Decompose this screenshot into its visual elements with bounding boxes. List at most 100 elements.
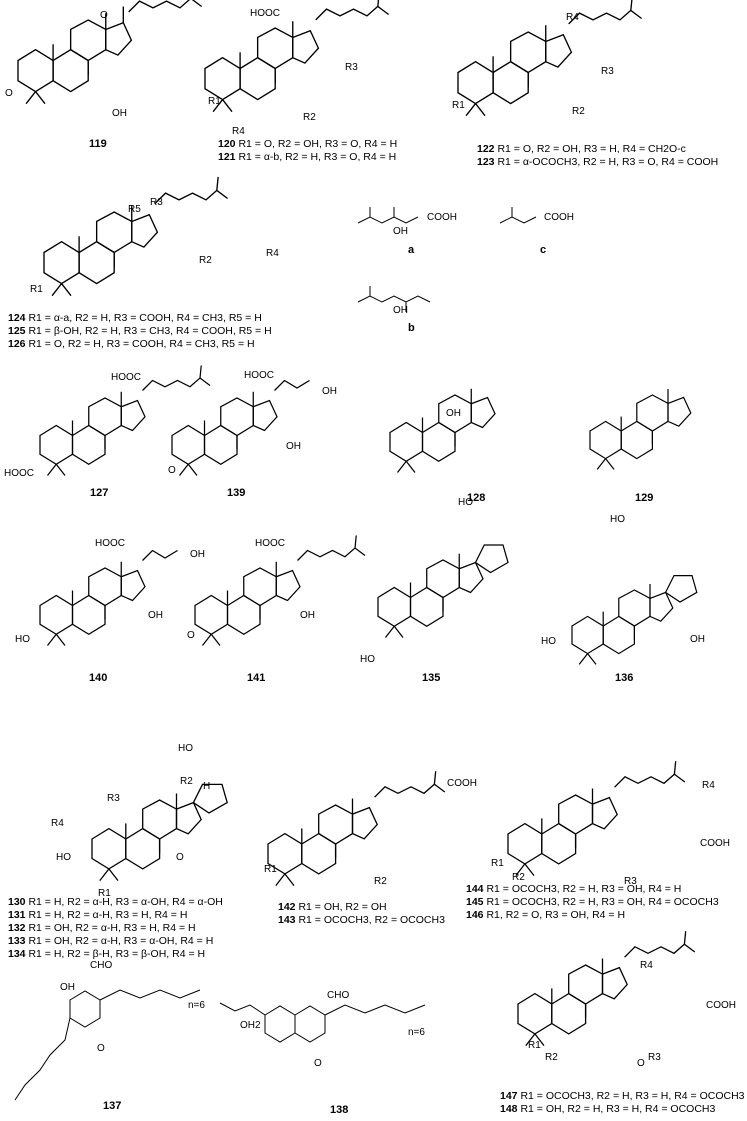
compound-136-structure — [571, 574, 698, 666]
compound-row: 121 R1 = α-b, R2 = H, R3 = O, R4 = H — [218, 151, 397, 163]
substituent-label-b: b — [408, 322, 415, 334]
atom-label: R2 — [512, 872, 525, 883]
compound-140-structure — [39, 549, 178, 647]
atom-label: HO — [458, 497, 473, 508]
atom-label: n=6 — [188, 1000, 205, 1011]
compound-number: 140 — [89, 672, 108, 684]
atom-label: H — [203, 781, 211, 792]
atom-label: HOOC — [95, 538, 125, 549]
compound-row: 122 R1 = O, R2 = OH, R3 = H, R4 = CH2O-c — [477, 143, 686, 155]
compound-row: 131 R1 = H, R2 = α-H, R3 = H, R4 = H — [8, 909, 188, 921]
compound-number: 138 — [330, 1104, 349, 1116]
compound-row: 132 R1 = OH, R2 = α-H, R3 = H, R4 = H — [8, 922, 196, 934]
atom-label: R1 — [264, 864, 277, 875]
atom-label: HO — [56, 852, 71, 863]
compound-row: 147 R1 = OCOCH3, R2 = H, R3 = H, R4 = OC… — [500, 1090, 745, 1102]
atom-label: n=6 — [408, 1027, 425, 1038]
atom-label: R3 — [624, 876, 637, 887]
atom-label: HO — [610, 514, 625, 525]
atom-label: R3 — [648, 1052, 661, 1063]
atom-label: OH — [393, 305, 408, 316]
atom-label: O — [314, 1058, 322, 1069]
compound-row: 145 R1 = OCOCH3, R2 = H, R3 = OH, R4 = O… — [466, 896, 719, 908]
substituent-b-structure — [357, 286, 431, 312]
compound-row: 146 R1, R2 = O, R3 = OH, R4 = H — [466, 909, 626, 921]
compound-142-structure — [267, 770, 446, 887]
atom-label: HO — [541, 636, 556, 647]
compound-122-structure — [457, 0, 643, 117]
compound-row: 130 R1 = H, R2 = α-H, R3 = α-OH, R4 = α-… — [8, 896, 223, 908]
atom-label: CHO — [90, 960, 113, 971]
compound-141-structure — [194, 534, 366, 647]
compound-number: 129 — [635, 492, 654, 504]
compound-138-structure — [219, 1002, 426, 1043]
compound-number: 137 — [103, 1100, 122, 1112]
substituent-a-structure — [357, 207, 419, 224]
atom-label: R4 — [232, 126, 245, 137]
atom-label: R4 — [702, 780, 715, 791]
atom-label: HO — [178, 743, 193, 754]
atom-label: R1 — [208, 96, 221, 107]
compound-144-structure — [507, 760, 686, 877]
atom-label: COOH — [706, 1000, 736, 1011]
atom-label: R2 — [180, 776, 193, 787]
atom-label: OH — [322, 386, 337, 397]
atom-label: OH — [446, 408, 461, 419]
compound-row: 134 R1 = H, R2 = β-H, R3 = β-OH, R4 = H — [8, 948, 206, 960]
atom-label: R4 — [566, 12, 579, 23]
atom-label: R5 — [128, 204, 141, 215]
atom-label: O — [187, 630, 195, 641]
compound-139-structure — [171, 379, 310, 477]
atom-label: R2 — [374, 876, 387, 887]
atom-label: COOH — [544, 212, 574, 223]
compound-120-structure — [204, 0, 390, 113]
atom-label: O — [97, 1043, 105, 1054]
atom-label: HOOC — [255, 538, 285, 549]
atom-label: OH — [690, 634, 705, 645]
compound-row: 143 R1 = OCOCH3, R2 = OCOCH3 — [278, 914, 445, 926]
atom-label: R1 — [98, 888, 111, 899]
compound-135-structure — [377, 544, 509, 639]
atom-label: COOH — [447, 778, 477, 789]
atom-label: R1 — [528, 1040, 541, 1051]
atom-label: R3 — [345, 62, 358, 73]
compound-number: 128 — [467, 492, 486, 504]
compound-130-structure — [91, 783, 228, 882]
atom-label: R1 — [491, 858, 504, 869]
compound-row: 144 R1 = OCOCH3, R2 = H, R3 = OH, R4 = H — [466, 883, 682, 895]
compound-137-structure — [14, 989, 201, 1101]
atom-label: R4 — [51, 818, 64, 829]
atom-label: HO — [360, 654, 375, 665]
compound-row: 126 R1 = O, R2 = H, R3 = COOH, R4 = CH3,… — [8, 338, 255, 350]
compound-row: 148 R1 = OH, R2 = H, R3 = H, R4 = OCOCH3 — [500, 1103, 716, 1115]
compound-number: 136 — [615, 672, 634, 684]
atom-label: HOOC — [4, 468, 34, 479]
atom-label: OH — [393, 226, 408, 237]
compound-row: 123 R1 = α-OCOCH3, R2 = H, R3 = O, R4 = … — [477, 156, 719, 168]
compound-row: 124 R1 = α-a, R2 = H, R3 = COOH, R4 = CH… — [8, 312, 262, 324]
atom-label: OH — [286, 441, 301, 452]
atom-label: R2 — [303, 112, 316, 123]
atom-label: R1 — [30, 284, 43, 295]
atom-label: O — [176, 852, 184, 863]
atom-label: OH — [300, 610, 315, 621]
compound-129-structure — [589, 388, 692, 470]
atom-label: O — [5, 88, 13, 99]
compound-124-structure — [43, 176, 229, 297]
atom-label: COOH — [700, 838, 730, 849]
compound-row: 142 R1 = OH, R2 = OH — [278, 901, 387, 913]
atom-label: O — [168, 465, 176, 476]
atom-label: HOOC — [244, 370, 274, 381]
compound-number: 119 — [89, 138, 107, 150]
atom-label: O — [637, 1058, 645, 1069]
compound-147-structure — [517, 930, 696, 1047]
atom-label: HOOC — [250, 8, 280, 19]
atom-label: OH — [148, 610, 163, 621]
atom-label: O — [100, 10, 108, 21]
compound-number: 139 — [227, 487, 246, 499]
compound-number: 127 — [90, 487, 109, 499]
substituent-label-c: c — [540, 244, 547, 256]
substituent-c-structure — [499, 207, 537, 224]
atom-label: HOOC — [111, 372, 141, 383]
atom-label: R2 — [545, 1052, 558, 1063]
